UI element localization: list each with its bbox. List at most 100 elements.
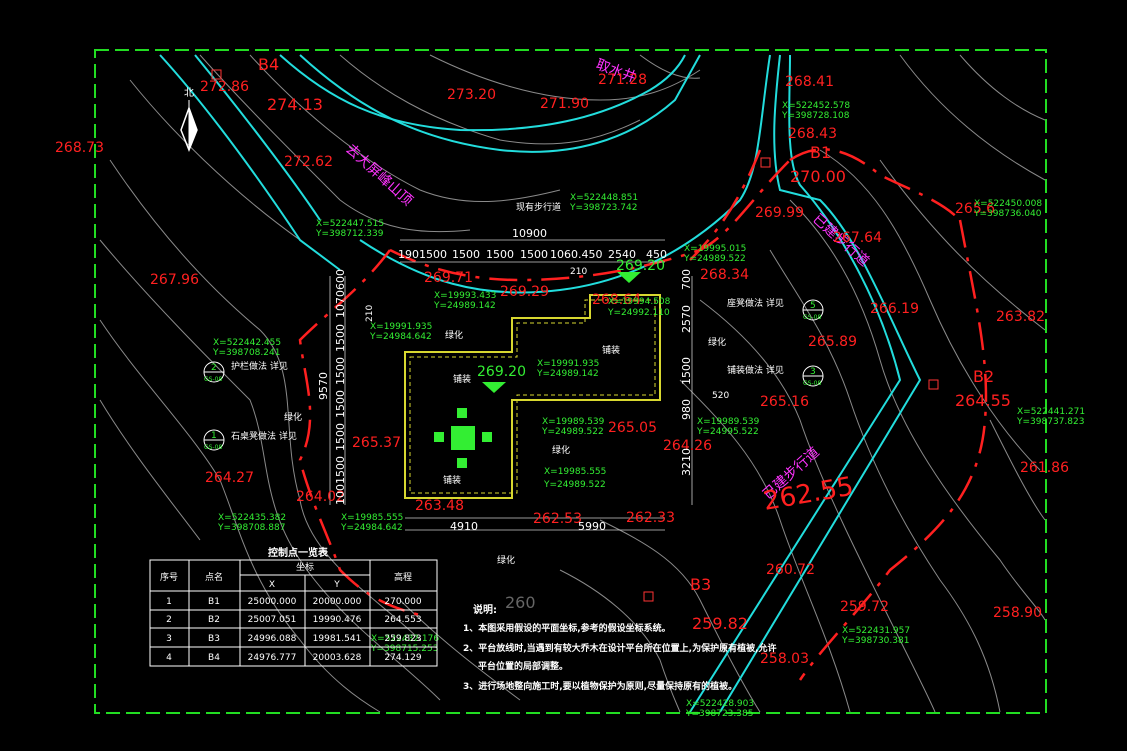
table-header-index: 序号	[160, 571, 178, 583]
stone-stool	[434, 432, 444, 442]
dim-top: 1500	[520, 248, 548, 261]
coord-y: Y=24992.110	[607, 308, 670, 318]
table-cell: 20000.000	[313, 597, 362, 607]
plaza-platform	[404, 272, 661, 499]
contour-line	[559, 569, 681, 713]
coord-x: X=522450.008	[974, 199, 1042, 209]
elevation: 265.6	[955, 201, 995, 217]
label-green: 绿化	[552, 444, 570, 456]
road-edge	[299, 54, 701, 153]
contour-line	[789, 199, 1046, 621]
contour-line	[429, 54, 701, 101]
detail-callouts	[203, 299, 824, 451]
dim-top: 1500	[486, 248, 514, 261]
coord-y: Y=398737.823	[1016, 417, 1084, 427]
control-point-table: 控制点一览表 序号 点名 坐标 X Y 高程 1 B1 25000.000 20…	[149, 546, 438, 667]
elevation: 268.73	[55, 140, 104, 156]
table-cell: 1	[166, 597, 172, 607]
dim-left: 1500	[334, 390, 347, 418]
elevation: 259.82	[692, 614, 748, 633]
elevation: 269.99	[755, 205, 804, 221]
label-paving: 铺装	[602, 344, 620, 356]
coord-x: X=19994.508	[608, 297, 671, 307]
road-edge	[159, 54, 341, 271]
contour-line	[989, 419, 1046, 521]
label-green: 绿化	[445, 329, 463, 341]
contour-line	[339, 54, 641, 145]
coord-y: Y=24989.522	[541, 427, 604, 437]
elevation: 268.64	[592, 292, 641, 308]
callout-1-number: 1	[211, 431, 217, 441]
label-seat-note: 座凳做法 详见	[727, 297, 784, 309]
contour-label: 260	[505, 593, 536, 612]
elevation: 269.29	[500, 284, 549, 300]
note-line: 1、本图采用假设的平面坐标,参考的假设坐标系统。	[463, 622, 671, 634]
callout-1-sheet: GS-08	[204, 444, 222, 451]
table-header-name: 点名	[205, 571, 223, 583]
coord-y: Y=24984.642	[369, 332, 432, 342]
elevation: 270.00	[790, 167, 846, 186]
table-title: 控制点一览表	[268, 546, 329, 559]
dim-top: 450	[646, 248, 667, 261]
coord-y: Y=24989.522	[543, 480, 606, 490]
coord-x: X=19991.935	[370, 322, 432, 332]
contour-line	[899, 54, 1046, 181]
coord-y: Y=398708.887	[217, 523, 285, 533]
coord-x: X=522432.176	[371, 634, 439, 644]
elevation: 258.90	[993, 605, 1042, 621]
coord-y: Y=398730.381	[841, 636, 909, 646]
elevation: 271.28	[598, 72, 647, 88]
stone-stool	[457, 458, 467, 468]
stone-stool	[457, 408, 467, 418]
elevation: 265.37	[352, 435, 401, 451]
elevation: 258.03	[760, 651, 809, 667]
coord-y: Y=24995.522	[696, 427, 759, 437]
stone-table	[451, 426, 475, 450]
label-green: 绿化	[708, 336, 726, 348]
contour-line	[399, 599, 521, 701]
elevation: 264.27	[205, 470, 254, 486]
coord-y: Y=24989.142	[536, 369, 599, 379]
dim-bottom: 4910	[450, 520, 478, 533]
coord-y: Y=398723.742	[569, 203, 637, 213]
boundary-line	[298, 249, 421, 617]
road-edge	[279, 54, 686, 132]
label-green: 绿化	[497, 554, 515, 566]
elevation: 271.90	[540, 96, 589, 112]
elevation: 268.34	[700, 267, 749, 283]
coord-x: X=19985.555	[544, 467, 606, 477]
dim-right: 700	[680, 269, 693, 290]
elevation: 267.96	[150, 272, 199, 288]
coord-y: Y=398708.241	[212, 348, 280, 358]
dim-left-total: 9570	[317, 372, 330, 400]
elevation: 263.82	[996, 309, 1045, 325]
road-edge	[719, 54, 922, 713]
elevation: 272.62	[284, 154, 333, 170]
contour-line	[769, 249, 1001, 713]
boundary-line	[389, 159, 791, 282]
boundary-line	[689, 149, 762, 261]
elevation: 265.16	[760, 394, 809, 410]
elevation: 261.86	[1020, 460, 1069, 476]
table-cell: 25000.000	[248, 597, 297, 607]
north-arrow: 北	[180, 87, 198, 153]
elevation: 265.89	[808, 334, 857, 350]
note-line: 3、进行场地整向施工时,要以植物保护为原则,尽量保持原有的植被。	[463, 680, 737, 692]
elevation: 259.72	[840, 599, 889, 615]
label-existing-path: 现有步行道	[516, 201, 561, 213]
label-stone-note: 石桌凳做法 详见	[231, 430, 297, 442]
label-green: 绿化	[284, 411, 302, 423]
dim-left: 210	[365, 305, 375, 322]
coord-x: X=19989.539	[697, 417, 760, 427]
table-cell: 274.129	[384, 653, 421, 663]
dim-right: 2570	[680, 305, 693, 333]
elevation-marker	[617, 272, 641, 283]
plaza-rail	[409, 299, 656, 494]
point-b2-label: B2	[973, 367, 994, 386]
callout-3-number: 3	[810, 367, 816, 377]
dim-top-total: 10900	[512, 227, 547, 240]
elevation: 266.19	[870, 301, 919, 317]
contour-line	[99, 239, 441, 701]
elevation: 269.20	[616, 258, 665, 274]
elevation: 269.20	[477, 364, 526, 380]
